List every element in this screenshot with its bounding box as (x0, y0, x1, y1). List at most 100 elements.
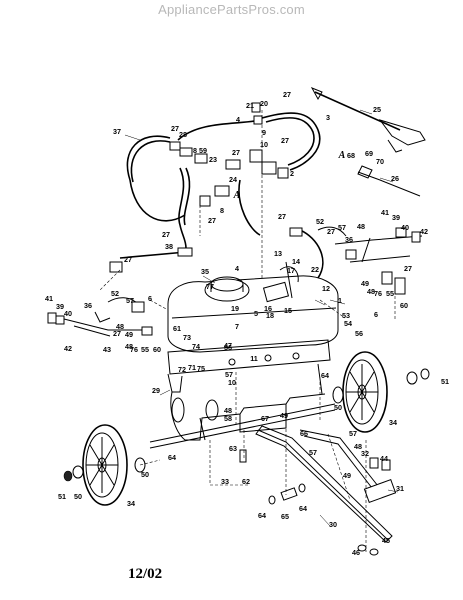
part-callout: 6 (374, 310, 378, 319)
part-callout: 53 (342, 311, 350, 320)
part-callout: 64 (321, 371, 329, 380)
part-callout: 48 (367, 287, 375, 296)
part-callout: 51 (58, 492, 66, 501)
part-callout: 56 (224, 343, 232, 352)
part-callout: 65 (281, 512, 289, 521)
part-callout: 48 (357, 222, 365, 231)
part-callout: 45 (382, 536, 390, 545)
part-callout: 5 (254, 309, 258, 318)
part-callout: 8 (193, 146, 197, 155)
part-callout: 72 (178, 365, 186, 374)
part-callout: 66 (300, 429, 308, 438)
part-callout: 74 (192, 342, 200, 351)
part-callout: 41 (381, 208, 389, 217)
part-callout: 8 (220, 206, 224, 215)
part-callout: 49 (361, 279, 369, 288)
part-callout: 57 (338, 223, 346, 232)
part-callout: 23 (209, 155, 217, 164)
part-callout: 50 (141, 470, 149, 479)
part-callout: 9 (262, 128, 266, 137)
part-callout: 27 (171, 124, 179, 133)
part-callout: 4 (236, 115, 240, 124)
part-callout: 71 (188, 363, 196, 372)
part-callout: 10 (260, 140, 268, 149)
axle-and-tongue (149, 403, 397, 556)
part-callout: 64 (258, 511, 266, 520)
part-callout: 18 (266, 311, 274, 320)
part-callout: 64 (299, 504, 307, 513)
part-callout: 34 (389, 418, 397, 427)
part-callout: 48 (224, 406, 232, 415)
revision-date: 12/02 (128, 566, 163, 582)
connection-marker-label: A (338, 150, 346, 161)
part-callout: 56 (355, 329, 363, 338)
part-callout: 55 (141, 345, 149, 354)
part-callout: 50 (334, 403, 342, 412)
part-callout: 25 (373, 105, 381, 114)
boom-left (47, 297, 153, 337)
part-callout: 24 (229, 175, 237, 184)
wheel-left (63, 424, 146, 506)
part-callout: 42 (64, 344, 72, 353)
spray-wand (310, 87, 426, 197)
part-callout: 3 (326, 113, 330, 122)
part-callout: 27 (404, 264, 412, 273)
part-callout: 21 (246, 101, 254, 110)
leader-lines (124, 109, 399, 527)
part-callout: 60 (153, 345, 161, 354)
part-callout: 61 (173, 324, 181, 333)
part-callout: 27 (283, 90, 291, 99)
part-callout: 6 (148, 294, 152, 303)
part-callout: 12 (322, 284, 330, 293)
part-callout: 46 (352, 548, 360, 557)
part-callout: 32 (361, 449, 369, 458)
part-callout: 13 (274, 249, 282, 258)
part-callout: 76 (374, 289, 382, 298)
part-callout: 27 (232, 148, 240, 157)
part-callout: 40 (401, 223, 409, 232)
part-callout: 47 (224, 341, 232, 350)
part-callout: 52 (316, 217, 324, 226)
part-callout: 42 (420, 227, 428, 236)
part-callout: 28 (179, 130, 187, 139)
part-callout: 27 (113, 329, 121, 338)
part-callout: 76 (130, 345, 138, 354)
watermark-text: AppliancePartsPros.com (158, 2, 305, 17)
part-callout: 26 (391, 174, 399, 183)
part-callout: 58 (224, 414, 232, 423)
part-callout: 51 (441, 377, 449, 386)
part-callout: 15 (284, 306, 292, 315)
hose-assembly (119, 112, 324, 279)
part-callout: 2 (290, 169, 294, 178)
part-callout: 77 (206, 282, 214, 291)
part-callout: 57 (309, 448, 317, 457)
part-callout: 14 (292, 257, 300, 266)
part-callout: 73 (183, 333, 191, 342)
part-callout: 36 (345, 235, 353, 244)
part-callout: 41 (45, 294, 53, 303)
part-callout: 40 (64, 309, 72, 318)
part-callout: 75 (197, 364, 205, 373)
tank-frame (167, 339, 331, 441)
part-callout: 49 (280, 411, 288, 420)
part-callout: 68 (347, 151, 355, 160)
part-callout: 49 (125, 330, 133, 339)
part-callout: 35 (201, 267, 209, 276)
part-callout: 54 (344, 319, 352, 328)
part-callout: 63 (229, 444, 237, 453)
part-callout: 27 (327, 227, 335, 236)
assembly-lines (99, 110, 396, 552)
wheel-right (332, 351, 430, 433)
part-callout: 43 (103, 345, 111, 354)
part-callout: 67 (261, 414, 269, 423)
part-callout: 19 (231, 304, 239, 313)
part-callout: 27 (278, 212, 286, 221)
part-callout: 34 (127, 499, 135, 508)
part-callout: 55 (386, 289, 394, 298)
arrow-label-layer: AA (233, 150, 346, 201)
boom-right (317, 226, 423, 295)
part-callout: 48 (125, 342, 133, 351)
part-callout: 48 (116, 322, 124, 331)
part-callout: 57 (225, 370, 233, 379)
